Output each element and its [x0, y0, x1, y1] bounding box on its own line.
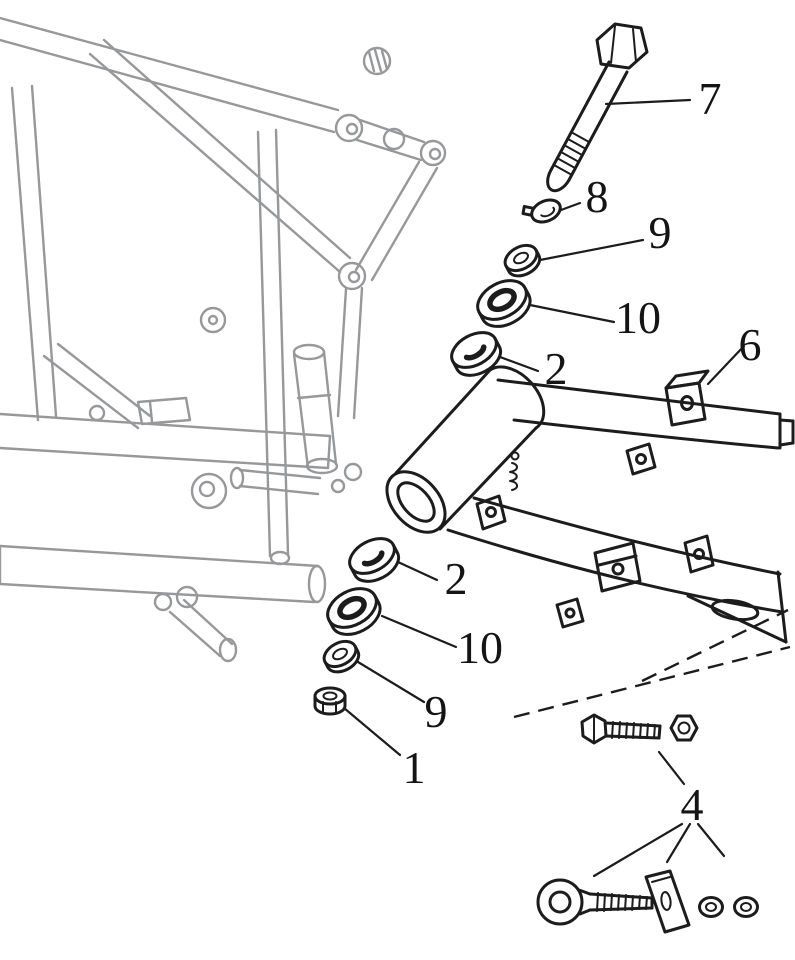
callout-label-7: 7 [699, 73, 722, 124]
callout-label-10-upper: 10 [615, 292, 661, 343]
washer-upper [503, 243, 542, 278]
pivot-nut [313, 686, 347, 716]
rear-frame [0, 16, 447, 663]
washer-lower [322, 639, 361, 674]
bushing-upper [476, 279, 532, 328]
callout-label-10-lower: 10 [457, 622, 503, 673]
callout-label-4: 4 [681, 779, 704, 830]
pivot-bolt [546, 22, 649, 193]
callout-label-2-upper: 2 [545, 343, 568, 394]
lock-washer [521, 198, 562, 224]
spacer-upper [450, 331, 503, 377]
callout-label-8: 8 [586, 171, 609, 222]
leader-lines [342, 98, 746, 878]
callout-label-6: 6 [739, 319, 762, 370]
swingarm [385, 365, 795, 644]
callout-label-1: 1 [403, 742, 426, 793]
callout-label-9-upper: 9 [649, 207, 672, 258]
alignment-dashed-lines [513, 608, 791, 719]
anchor-stud-assembly [536, 869, 759, 934]
callout-label-2-lower: 2 [445, 553, 468, 604]
adjuster-bolt-assembly [580, 713, 699, 745]
spacer-lower [348, 537, 401, 583]
callout-label-9-lower: 9 [425, 686, 448, 737]
bushing-lower [326, 587, 382, 636]
